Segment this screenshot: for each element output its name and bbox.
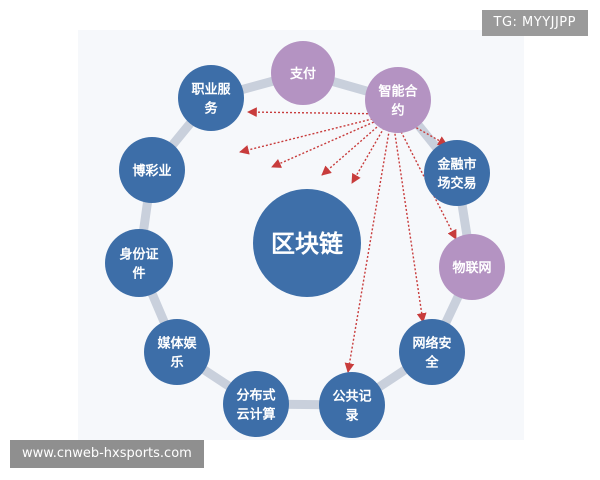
node-identity-circle xyxy=(105,229,173,297)
node-finance-label: 场交易 xyxy=(437,176,476,192)
node-security-label: 网络安 xyxy=(412,336,451,352)
hub-arrow xyxy=(271,113,393,168)
site-watermark: www.cnweb-hxsports.com xyxy=(10,440,204,468)
ring-nodes: 支付职业服务博彩业身份证件媒体娱乐分布式云计算公共记录网络安全物联网金融市场交易… xyxy=(105,41,505,438)
node-iot: 物联网 xyxy=(439,234,505,300)
node-cloud-circle xyxy=(223,371,289,437)
node-smart-contract-label: 约 xyxy=(391,103,404,119)
node-identity-label: 件 xyxy=(132,266,145,282)
node-gambling-circle xyxy=(119,137,185,203)
node-cloud-label: 云计算 xyxy=(236,407,275,423)
node-pay: 支付 xyxy=(271,41,335,105)
node-record-label: 公共记 xyxy=(332,389,371,405)
hub-arrow xyxy=(321,113,393,176)
node-iot-label: 物联网 xyxy=(452,260,491,276)
hub-arrow xyxy=(391,113,427,323)
node-iot-circle xyxy=(439,234,505,300)
hub-arrow xyxy=(391,113,457,240)
hub-arrow xyxy=(391,113,448,146)
node-gambling-label: 博彩业 xyxy=(132,163,171,179)
node-gambling: 博彩业 xyxy=(119,137,185,203)
node-media-circle xyxy=(144,319,210,385)
node-record-label: 录 xyxy=(345,409,358,424)
node-finance-label: 金融市 xyxy=(436,157,476,173)
node-smart-contract-circle xyxy=(365,67,431,133)
node-media-label: 乐 xyxy=(170,355,183,371)
node-security-label: 全 xyxy=(424,355,439,371)
center-node: 区块链 xyxy=(253,189,361,297)
node-record-circle xyxy=(319,372,385,438)
center-label: 区块链 xyxy=(271,230,344,258)
node-career-label: 职业服 xyxy=(191,82,231,98)
node-cloud-label: 分布式 xyxy=(236,388,275,404)
node-career-label: 务 xyxy=(204,101,218,117)
node-smart-contract-label: 智能合 xyxy=(378,84,418,100)
node-pay-circle xyxy=(271,41,335,105)
node-identity-label: 身份证 xyxy=(119,247,158,263)
node-career-circle xyxy=(178,65,244,131)
node-finance-circle xyxy=(424,140,490,206)
node-media-label: 媒体娱 xyxy=(157,336,197,352)
tg-watermark: TG: MYYJJPP xyxy=(481,10,588,36)
node-security-circle xyxy=(399,319,465,385)
node-pay-label: 支付 xyxy=(289,66,316,82)
center-circle xyxy=(253,189,361,297)
